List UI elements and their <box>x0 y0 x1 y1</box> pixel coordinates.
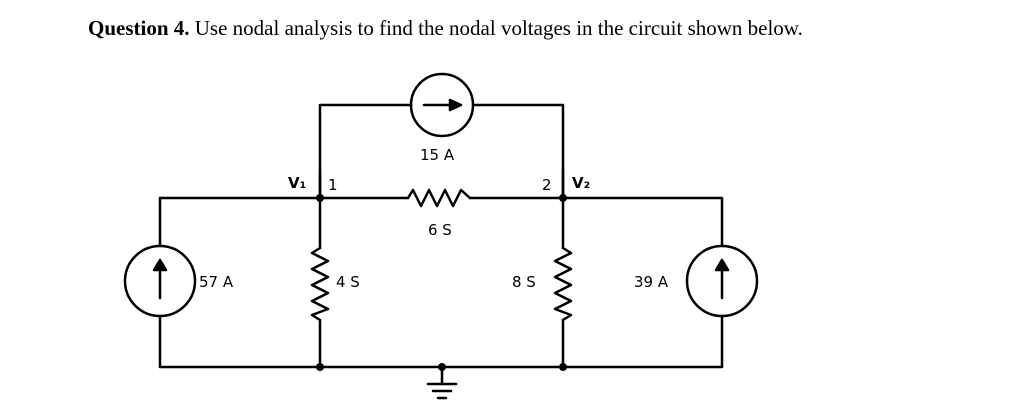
wire-bottom-rail <box>158 314 724 369</box>
label-57a: 57 A <box>199 273 234 291</box>
junction-node2 <box>559 194 567 202</box>
label-6s: 6 S <box>428 221 452 239</box>
current-source-39a <box>685 244 759 318</box>
resistor-8s <box>553 246 573 322</box>
wire-top-loop <box>318 103 565 200</box>
current-source-15a <box>409 72 475 138</box>
current-source-57a <box>123 244 197 318</box>
question-text: Question 4. Use nodal analysis to find t… <box>88 16 803 41</box>
junction-bottom-right <box>559 363 567 371</box>
resistor-6s <box>406 188 472 208</box>
resistor-4s <box>310 246 330 322</box>
label-node1: 1 <box>328 176 338 194</box>
label-v2: V₂ <box>572 174 590 192</box>
question-body: Use nodal analysis to find the nodal vol… <box>189 16 803 40</box>
label-4s: 4 S <box>336 273 360 291</box>
junction-ground <box>438 363 446 371</box>
wire-top-rail <box>158 196 724 247</box>
label-39a: 39 A <box>634 273 669 291</box>
question-number: Question 4. <box>88 16 190 40</box>
junction-bottom-left <box>316 363 324 371</box>
label-8s: 8 S <box>512 273 536 291</box>
label-v1: V₁ <box>288 174 306 192</box>
label-15a: 15 A <box>420 146 455 164</box>
ground-icon <box>426 382 458 400</box>
junction-node1 <box>316 194 324 202</box>
label-node2: 2 <box>542 176 552 194</box>
